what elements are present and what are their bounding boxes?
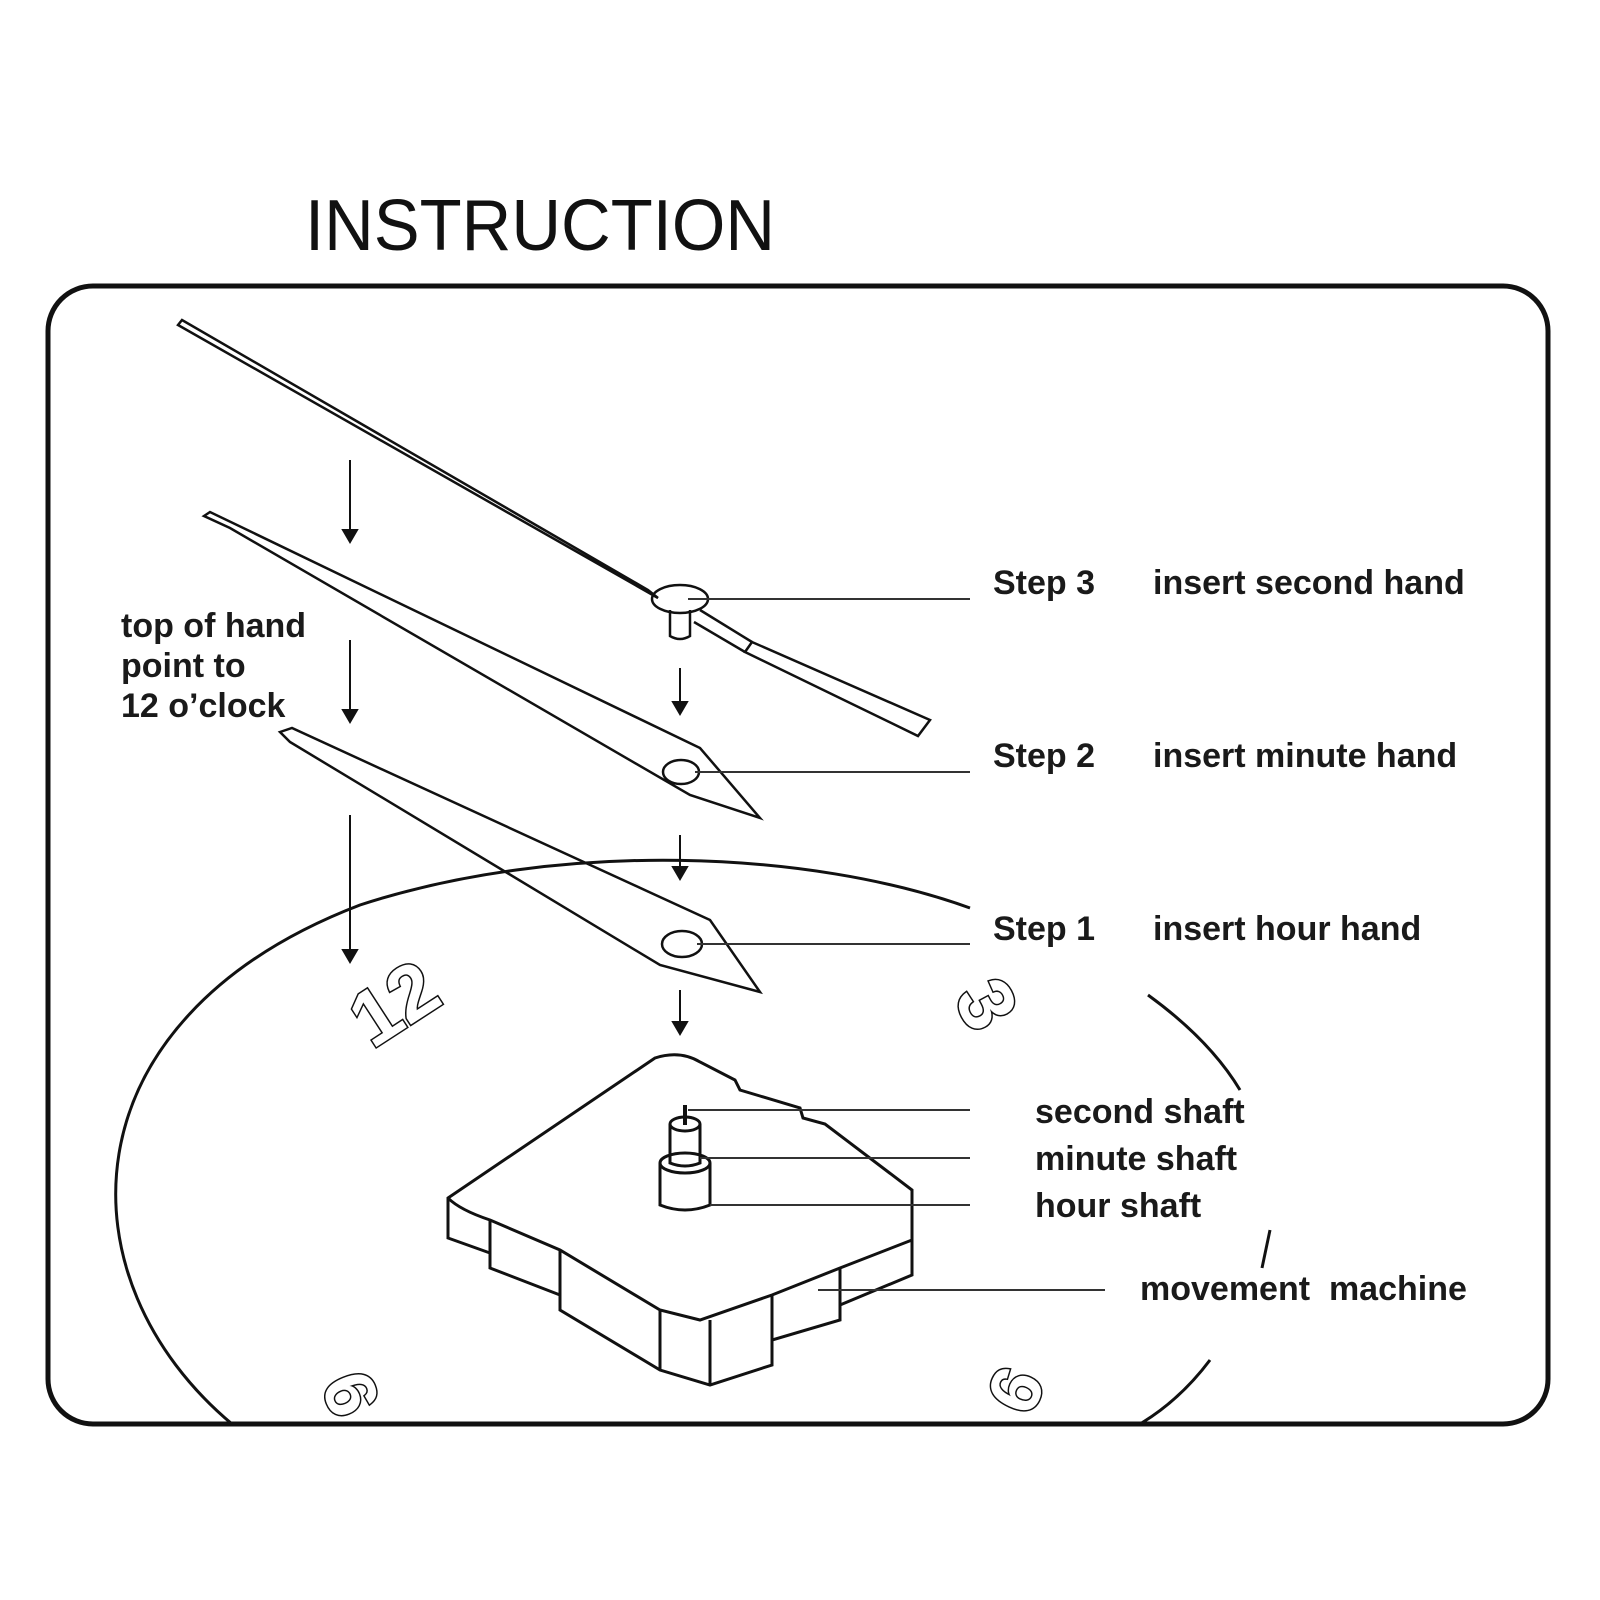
dial-number-6: 6 [972, 1355, 1061, 1425]
movement-machine-label: movement machine [1140, 1270, 1467, 1308]
hour-shaft-label: hour shaft [1035, 1187, 1201, 1225]
clock-dial [114, 858, 1272, 1426]
movement-machine [446, 1053, 914, 1387]
minute-shaft-label: minute shaft [1035, 1140, 1237, 1178]
hour-shaft [658, 1163, 712, 1212]
dial-number-9: 9 [307, 1360, 396, 1427]
step-1-action: insert hour hand [1153, 910, 1421, 948]
note-line-1: top of hand [121, 607, 306, 645]
step-labels: Step 3 insert second hand Step 2 insert … [993, 564, 1465, 948]
step-3-action: insert second hand [1153, 564, 1465, 602]
part-labels: second shaft minute shaft hour shaft mov… [1035, 1093, 1467, 1308]
diagram-frame [45, 283, 1551, 1427]
dial-number-3: 3 [938, 964, 1036, 1044]
step-3-label: Step 3 [993, 564, 1095, 602]
note-line-2: point to [121, 647, 246, 685]
leader-lines [688, 598, 1105, 1291]
step-2-action: insert minute hand [1153, 737, 1457, 775]
step-1-label: Step 1 [993, 910, 1095, 948]
minute-hand [201, 510, 764, 821]
alignment-note: top of hand point to 12 o’clock [121, 607, 306, 725]
second-hand [176, 318, 932, 738]
step-2-label: Step 2 [993, 737, 1095, 775]
minute-shaft [668, 1124, 702, 1168]
page-title: INSTRUCTION [305, 186, 775, 266]
down-arrow-icons [341, 460, 689, 1036]
second-shaft-label: second shaft [1035, 1093, 1245, 1131]
note-line-3: 12 o’clock [121, 687, 286, 725]
